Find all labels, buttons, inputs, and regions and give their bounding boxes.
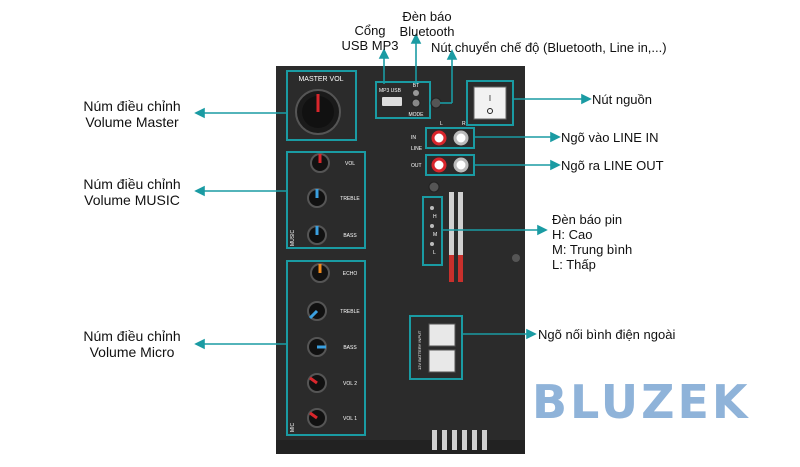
- music-treble-text: TREBLE: [340, 196, 360, 202]
- battery-level-h: H: [433, 214, 437, 220]
- music-bass-knob[interactable]: [307, 225, 327, 245]
- bottom-vent: [432, 430, 487, 450]
- vent-grille: [449, 192, 463, 282]
- line-out-left-jack[interactable]: [431, 157, 447, 173]
- battery-socket-text: 12V BATTERY INPUT: [417, 330, 422, 370]
- music-group-box: [286, 151, 366, 249]
- mic-treble-text: TREBLE: [340, 309, 360, 315]
- mode-text: MODE: [409, 112, 425, 118]
- music-treble-knob[interactable]: [307, 188, 327, 208]
- ext-battery-socket-bottom[interactable]: [428, 349, 456, 373]
- line-text: LINE: [411, 146, 423, 152]
- line-in-left-jack[interactable]: [431, 130, 447, 146]
- master-vol-knob[interactable]: [295, 89, 341, 135]
- line-in-right-jack[interactable]: [453, 130, 469, 146]
- power-off-symbol: [487, 108, 493, 114]
- label-volume-micro: Núm điều chỉnh Volume Micro: [83, 328, 181, 360]
- mic-vol2-knob[interactable]: [307, 373, 327, 393]
- master-vol-box: [286, 70, 357, 141]
- power-switch[interactable]: [473, 86, 507, 120]
- mic-vol1-knob[interactable]: [307, 408, 327, 428]
- usb-bt-box: [375, 81, 431, 119]
- brand-logo: BLUZEK: [532, 375, 751, 429]
- amp-panel-bottom: [276, 440, 525, 454]
- label-volume-music: Núm điều chỉnh Volume MUSIC: [83, 176, 181, 208]
- bt-led: [413, 90, 419, 96]
- mp3-usb-text: MP3 USB: [379, 88, 402, 94]
- vent-red-right: [458, 255, 463, 282]
- music-bass-text: BASS: [343, 233, 357, 239]
- battery-level-l: L: [433, 250, 436, 256]
- r-text: R: [462, 121, 466, 127]
- mic-bass-knob[interactable]: [307, 337, 327, 357]
- power-box: [466, 80, 514, 126]
- ext-battery-box: [409, 315, 463, 380]
- mode-button[interactable]: [411, 98, 421, 108]
- line-in-box: [425, 127, 475, 149]
- label-usb-port: Cổng USB MP3: [341, 23, 399, 53]
- music-vol-text: VOL: [345, 161, 355, 167]
- label-power-button: Nút nguồn: [592, 92, 652, 107]
- callout-lines: [194, 33, 592, 350]
- ext-battery-socket-top[interactable]: [428, 323, 456, 347]
- mic-treble-knob[interactable]: [307, 301, 327, 321]
- mic-bass-text: BASS: [343, 345, 357, 351]
- music-group-text: MUSIC: [290, 230, 296, 247]
- mic-vol1-text: VOL 1: [343, 416, 357, 422]
- bt-text: BT: [413, 83, 419, 89]
- label-line-in: Ngõ vào LINE IN: [561, 130, 659, 145]
- label-volume-master: Núm điều chỉnh Volume Master: [83, 98, 181, 130]
- out-text: OUT: [411, 163, 422, 169]
- label-battery-led: Đèn báo pin H: Cao M: Trung bình L: Thấp: [552, 212, 633, 272]
- battery-led-box: [422, 196, 443, 266]
- mic-group-text: MIC: [290, 422, 296, 432]
- mic-vol2-text: VOL 2: [343, 381, 357, 387]
- vent-red-left: [449, 255, 454, 282]
- power-on-symbol: I: [489, 94, 491, 103]
- label-ext-battery: Ngõ nối bình điện ngoài: [538, 327, 676, 342]
- l-text: L: [440, 121, 443, 127]
- line-screw: [428, 181, 440, 193]
- label-line-out: Ngõ ra LINE OUT: [561, 158, 664, 173]
- music-vol-knob[interactable]: [310, 153, 330, 173]
- mode-screw: [430, 97, 442, 109]
- label-bt-led: Đèn báo Bluetooth: [399, 9, 455, 39]
- mic-echo-text: ECHO: [343, 271, 358, 277]
- mic-group-box: [286, 260, 366, 436]
- battery-level-m: M: [433, 232, 437, 238]
- in-text: IN: [411, 135, 416, 141]
- master-vol-text: MASTER VOL: [298, 76, 343, 83]
- line-out-right-jack[interactable]: [453, 157, 469, 173]
- mic-echo-knob[interactable]: [310, 263, 330, 283]
- screw: [512, 254, 520, 262]
- usb-port[interactable]: [382, 97, 402, 106]
- label-mode-button: Nút chuyển chế độ (Bluetooth, Line in,..…: [431, 40, 667, 55]
- battery-leds: [430, 206, 434, 246]
